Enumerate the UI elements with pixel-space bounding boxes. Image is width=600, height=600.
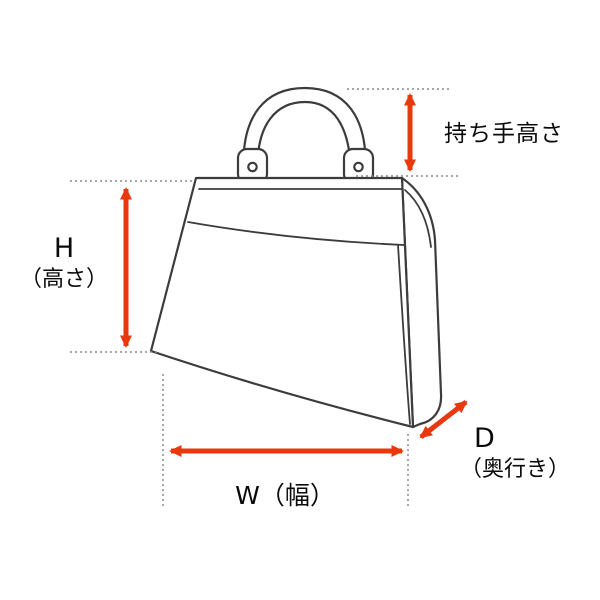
- bag-handle-rivet-left: [247, 161, 258, 173]
- bag-illustration: [149, 86, 443, 429]
- bag-handle-rivet-right: [353, 161, 364, 173]
- guide-lines: [70, 88, 458, 508]
- dimension-arrows: [120, 93, 468, 457]
- height-label: H （高さ）: [4, 234, 124, 292]
- bag-side-crease: [404, 189, 432, 248]
- bag-handle-inner: [256, 100, 353, 180]
- depth-letter: D: [474, 423, 495, 454]
- width-label: W（幅）: [235, 481, 335, 510]
- bag-front-face: [149, 176, 415, 429]
- height-letter: H: [53, 233, 75, 264]
- bag-right-seam: [397, 244, 411, 425]
- height-caption: （高さ）: [19, 266, 108, 292]
- depth-caption: （奥行き）: [460, 456, 571, 482]
- depth-arrow: [419, 400, 468, 439]
- handle-height-label: 持ち手高さ: [444, 121, 564, 147]
- bag-flap-edge: [187, 221, 405, 246]
- depth-label: D （奥行き）: [460, 424, 570, 482]
